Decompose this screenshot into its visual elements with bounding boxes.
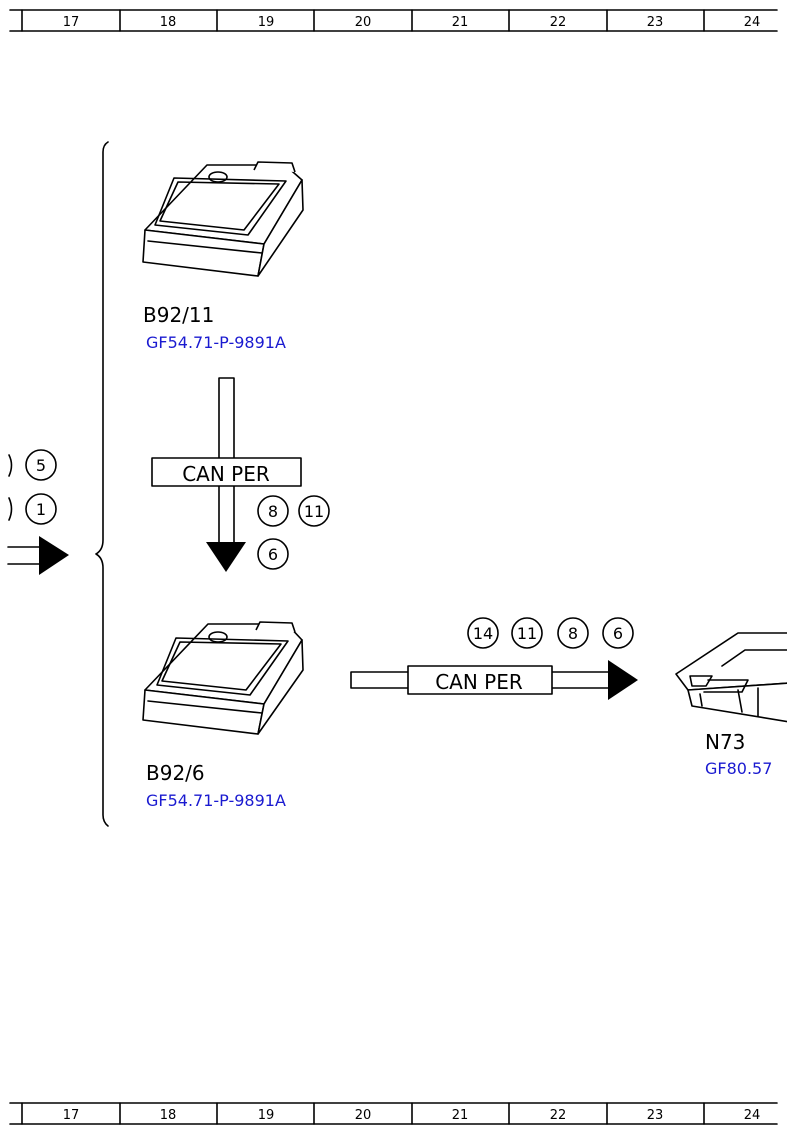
marker-circle: 6 [613,624,623,643]
vertical-can-arrow [151,377,302,572]
marker-circle: 11 [304,502,324,521]
component-ref-link[interactable]: GF80.57 [705,759,772,778]
ruler-col-21: 21 [452,15,469,30]
marker-circle: 5 [36,456,46,475]
component-label: B92/11 [143,303,214,327]
ruler-col-17: 17 [63,1108,80,1123]
ruler-col-18: 18 [160,15,177,30]
marker-circle: 14 [473,624,493,643]
component-n73-drawing [675,632,787,723]
ruler-col-20: 20 [355,15,372,30]
ruler-col-20: 20 [355,1108,372,1123]
top-ruler: 17 18 19 20 21 22 23 24 [9,9,778,32]
horizontal-can-arrow [350,660,638,700]
marker-circle: 1 [36,500,46,519]
marker-circle: 8 [268,502,278,521]
ruler-col-18: 18 [160,1108,177,1123]
bottom-ruler: 17 18 19 20 21 22 23 24 [9,1102,778,1125]
component-b92-11-drawing [142,161,304,277]
bus-label: CAN PER [182,462,270,486]
component-label: B92/6 [146,761,205,785]
ruler-col-17: 17 [63,15,80,30]
ruler-col-23: 23 [647,1108,664,1123]
marker-circle: 8 [568,624,578,643]
ruler-col-21: 21 [452,1108,469,1123]
incoming-arrow [7,536,69,575]
component-b92-6-drawing [142,621,304,735]
ruler-col-22: 22 [550,15,567,30]
component-label: N73 [705,730,745,754]
marker-circle: 11 [517,624,537,643]
ruler-col-23: 23 [647,15,664,30]
ruler-col-19: 19 [258,15,275,30]
component-ref-link[interactable]: GF54.71-P-9891A [146,333,286,352]
left-markers: 5 1 [8,449,57,525]
vertical-bus-markers: 8 11 6 [257,495,330,570]
marker-circle: 6 [268,545,278,564]
ruler-col-24: 24 [744,15,761,30]
ruler-col-19: 19 [258,1108,275,1123]
group-brace [95,141,109,827]
ruler-col-24: 24 [744,1108,761,1123]
bus-label: CAN PER [435,670,523,694]
horizontal-bus-markers: 14 11 8 6 [467,617,634,649]
ruler-col-22: 22 [550,1108,567,1123]
component-ref-link[interactable]: GF54.71-P-9891A [146,791,286,810]
